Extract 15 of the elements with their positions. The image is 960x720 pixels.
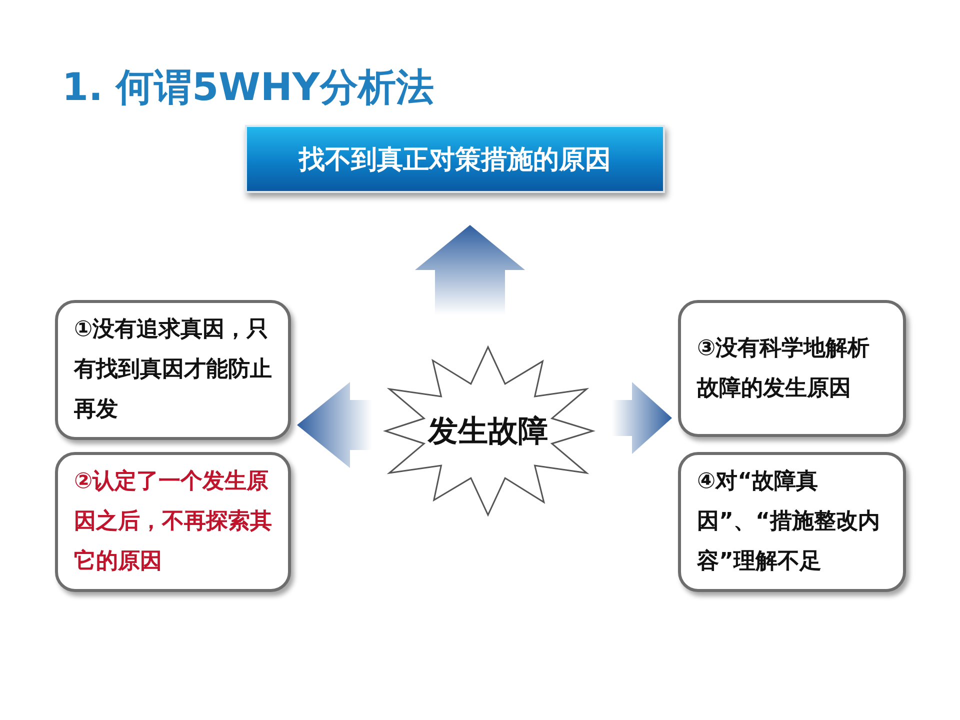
result-banner	[245, 125, 665, 193]
cause-text: ④对“故障真因”、“措施整改内容”理解不足	[697, 468, 881, 576]
block-arrow	[612, 382, 672, 454]
cause-box	[678, 452, 906, 592]
slide-title: 1. 何谓5WHY分析法	[62, 64, 434, 111]
block-arrow	[297, 382, 372, 468]
cause-text: ②认定了一个发生原因之后，不再探索其它的原因	[74, 468, 272, 576]
cause-box	[55, 300, 291, 440]
cause-box	[678, 300, 906, 437]
banner-text: 找不到真正对策措施的原因	[299, 144, 611, 176]
cause-box	[55, 452, 291, 592]
cause-text: ①没有追求真因，只有找到真因才能防止再发	[74, 316, 272, 424]
block-arrow	[415, 225, 525, 315]
burst-text: 发生故障	[426, 413, 549, 451]
cause-text: ③没有科学地解析故障的发生原因	[697, 334, 871, 402]
